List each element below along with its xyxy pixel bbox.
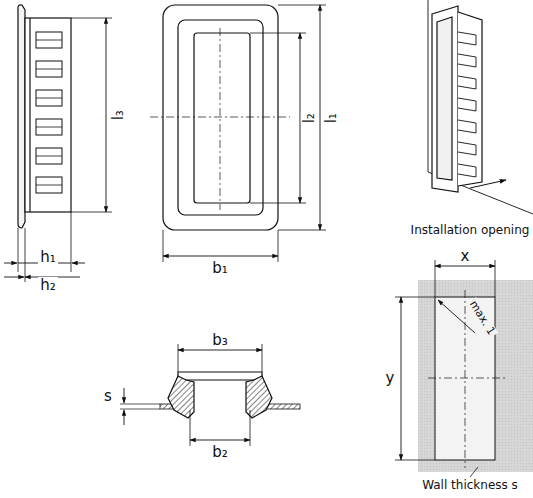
dimension-label: b₂ (210, 444, 230, 461)
section-view (120, 344, 300, 446)
radius-note: max. 1 (466, 297, 498, 339)
view-caption: Installation opening (409, 224, 532, 237)
front-view (150, 5, 326, 262)
installation-opening (395, 260, 533, 477)
installed-handle-sketch (428, 0, 533, 214)
dimension-label: s (102, 388, 114, 405)
dimension-label: x (459, 248, 472, 265)
dimension-label: l₃ (110, 108, 127, 122)
dimension-label: b₃ (210, 332, 230, 349)
dimension-label: l₁ (323, 111, 340, 125)
dimension-label: b₁ (210, 260, 230, 277)
side-view (4, 5, 112, 282)
dimension-label: h₁ (38, 249, 58, 266)
dimension-label: l₂ (301, 111, 318, 125)
dimension-label: y (384, 370, 397, 387)
view-caption: Wall thickness s (420, 479, 520, 492)
dimension-label: h₂ (38, 277, 58, 294)
